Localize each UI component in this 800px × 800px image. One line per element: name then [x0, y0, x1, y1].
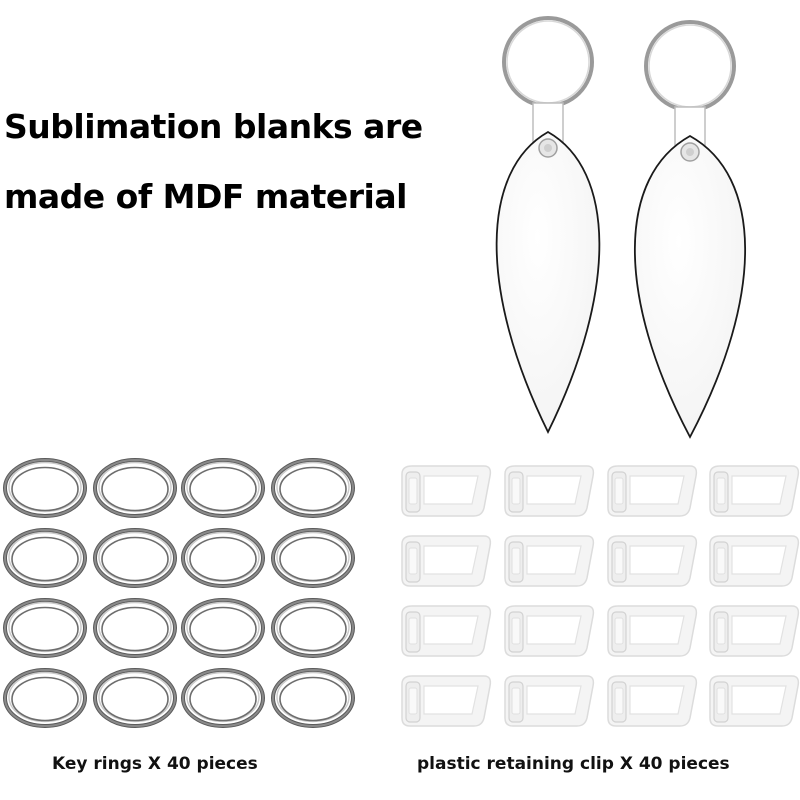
key-rings-caption: Key rings X 40 pieces	[52, 754, 258, 774]
plastic-clip	[401, 535, 492, 587]
key-ring	[93, 598, 177, 658]
key-ring	[181, 598, 265, 658]
key-ring	[3, 528, 87, 588]
keychain-tag-back	[495, 16, 601, 435]
key-ring	[271, 598, 355, 658]
clips-caption: plastic retaining clip X 40 pieces	[417, 754, 730, 774]
plastic-clip	[709, 535, 800, 587]
key-ring	[271, 528, 355, 588]
key-ring	[3, 458, 87, 518]
headline: Sublimation blanks are made of MDF mater…	[4, 92, 444, 232]
keychain-tag-front	[633, 20, 747, 439]
key-ring	[93, 668, 177, 728]
headline-line-2: made of MDF material	[4, 177, 407, 216]
mdf-keychain-tags	[440, 0, 800, 450]
plastic-clips-grid	[390, 450, 800, 740]
key-ring	[93, 528, 177, 588]
key-ring	[271, 668, 355, 728]
key-ring	[181, 458, 265, 518]
key-ring	[271, 458, 355, 518]
tag-back-body	[495, 130, 601, 435]
key-rings-grid	[0, 450, 370, 740]
plastic-clip	[504, 675, 595, 727]
plastic-clip	[401, 675, 492, 727]
plastic-clip	[607, 675, 698, 727]
key-ring	[181, 668, 265, 728]
plastic-clip	[401, 605, 492, 657]
plastic-clip	[709, 675, 800, 727]
plastic-clip	[401, 465, 492, 517]
plastic-clip	[504, 465, 595, 517]
headline-line-1: Sublimation blanks are	[4, 107, 423, 146]
plastic-clip	[607, 465, 698, 517]
tag-front-body	[633, 134, 747, 439]
key-ring	[93, 458, 177, 518]
key-ring	[3, 598, 87, 658]
plastic-clip	[709, 605, 800, 657]
key-ring	[181, 528, 265, 588]
plastic-clip	[607, 535, 698, 587]
key-ring	[3, 668, 87, 728]
plastic-clip	[709, 465, 800, 517]
plastic-clip	[504, 605, 595, 657]
plastic-clip	[607, 605, 698, 657]
plastic-clip	[504, 535, 595, 587]
